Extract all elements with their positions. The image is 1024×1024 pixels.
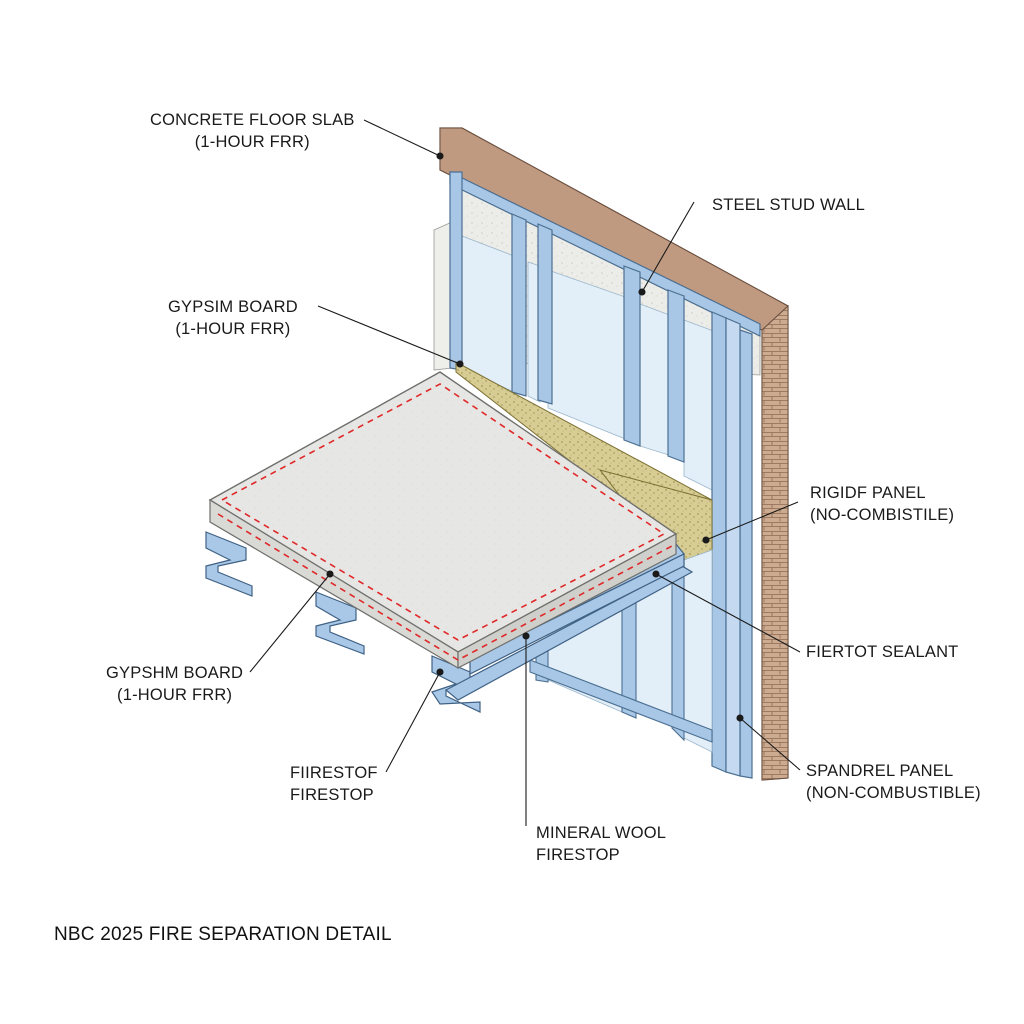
glass-panels-lower bbox=[529, 549, 713, 753]
firestop-line-edge bbox=[217, 513, 673, 661]
label-line: RIGIDF PANEL bbox=[810, 484, 926, 502]
label-line: FIIRESTOF bbox=[290, 764, 378, 782]
label-line: GYPSIM BOARD bbox=[168, 298, 298, 316]
label-concrete-floor-slab: CONCRETE FLOOR SLAB (1-HOUR FRR) bbox=[150, 109, 355, 153]
brick-wall bbox=[439, 127, 789, 781]
label-gypsum-board-lower: GYPSHM BOARD (1-HOUR FRR) bbox=[106, 662, 243, 706]
label-line: CONCRETE FLOOR SLAB bbox=[150, 111, 355, 129]
label-firestop-sealant: FIERTOT SEALANT bbox=[806, 641, 958, 663]
label-line: (1-HOUR FRR) bbox=[194, 133, 310, 151]
glass-panels-upper bbox=[461, 235, 717, 493]
label-rigid-panel: RIGIDF PANEL (NO-COMBISTILE) bbox=[810, 482, 954, 526]
label-line: (1-HOUR FRR) bbox=[117, 686, 233, 704]
leader-lines bbox=[249, 119, 801, 826]
label-line: FIRESTOP bbox=[536, 846, 620, 864]
label-line: FIERTOT SEALANT bbox=[806, 643, 959, 661]
label-line: (NON-COMBUSTIBLE) bbox=[806, 784, 981, 802]
label-gypsum-board-upper: GYPSIM BOARD (1-HOUR FRR) bbox=[168, 296, 298, 340]
label-mineral-wool-firestop: MINERAL WOOL FIRESTOP bbox=[536, 822, 666, 866]
label-line: GYPSHM BOARD bbox=[106, 664, 244, 682]
label-line: STEEL STUD WALL bbox=[712, 196, 866, 214]
diagram-title: NBC 2025 FIRE SEPARATION DETAIL bbox=[54, 924, 392, 945]
label-steel-stud-wall: STEEL STUD WALL bbox=[712, 194, 865, 216]
label-firestop-lower: FIIRESTOF FIRESTOP bbox=[290, 762, 378, 806]
firestop-line-top bbox=[221, 383, 666, 641]
label-line: (NO-COMBISTILE) bbox=[810, 506, 955, 524]
steel-stud-frame bbox=[449, 171, 761, 779]
label-line: MINERAL WOOL bbox=[536, 824, 667, 842]
concrete-slab bbox=[208, 371, 678, 670]
label-line: FIRESTOP bbox=[290, 786, 374, 804]
label-spandrel-panel: SPANDREL PANEL (NON-COMBUSTIBLE) bbox=[806, 760, 981, 804]
label-line: SPANDREL PANEL bbox=[806, 762, 954, 780]
label-line: (1-HOUR FRR) bbox=[175, 320, 291, 338]
